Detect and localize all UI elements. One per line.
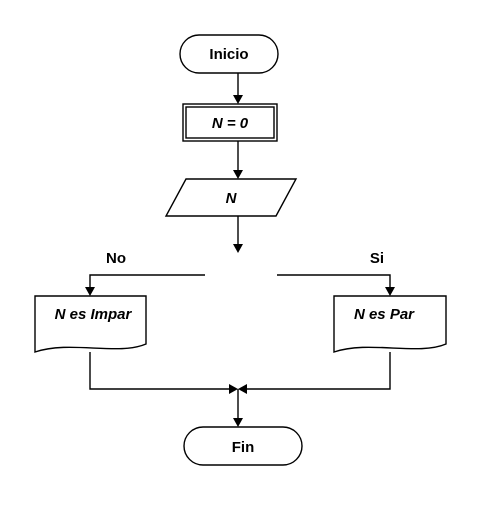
- arrowhead-even: [385, 287, 395, 296]
- odd-document-shape: [34, 295, 147, 353]
- odd-document: N es Impar: [34, 295, 147, 353]
- input-label: N: [226, 190, 238, 207]
- start-terminator-shape: [179, 34, 279, 74]
- init-label: N = 0: [212, 115, 249, 132]
- input-parallelogram: N: [164, 178, 298, 217]
- branch-no-label: No: [106, 250, 126, 267]
- edge-odd-to-merge: [89, 352, 230, 390]
- start-label: Inicio: [209, 46, 248, 63]
- arrowhead-odd: [85, 287, 95, 296]
- even-document: N es Par: [333, 295, 447, 353]
- arrowhead-init: [233, 95, 243, 104]
- arrowhead-decision: [233, 244, 243, 253]
- input-parallelogram-shape: [164, 178, 298, 217]
- start-terminator: Inicio: [179, 34, 279, 74]
- arrowhead-merge-right: [238, 384, 247, 394]
- end-terminator-shape: [183, 426, 303, 466]
- init-process: N = 0: [182, 103, 278, 142]
- even-label: N es Par: [354, 306, 415, 323]
- odd-label: N es Impar: [55, 306, 133, 323]
- arrowhead-end: [233, 418, 243, 427]
- edge-yes-branch: [277, 274, 391, 288]
- edge-no-branch: [89, 274, 205, 288]
- arrowhead-merge-left: [229, 384, 238, 394]
- arrowhead-input: [233, 170, 243, 179]
- end-terminator: Fin: [183, 426, 303, 466]
- even-document-shape: [333, 295, 447, 353]
- end-label: Fin: [232, 439, 255, 456]
- init-process-inner: [185, 106, 275, 139]
- edge-even-to-merge: [246, 352, 391, 390]
- branch-yes-label: Si: [370, 250, 384, 267]
